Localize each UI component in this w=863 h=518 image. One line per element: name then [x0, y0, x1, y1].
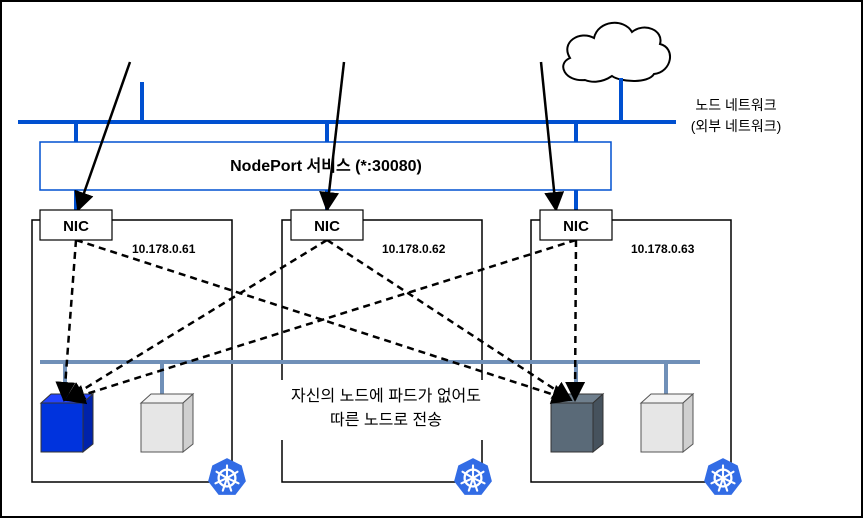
caption-line1: 자신의 노드에 파드가 없어도	[291, 387, 481, 405]
request-arrow-1	[74, 61, 132, 212]
pod-cube-remote	[549, 392, 605, 454]
cloud-icon	[562, 22, 671, 83]
caption-line2: 따른 노드로 전송	[330, 411, 442, 429]
nic-box-3	[539, 209, 613, 241]
route-nic2-to-pod1	[64, 238, 328, 402]
nic-box-1	[39, 209, 113, 241]
route-nic2-to-remote-pod	[326, 238, 573, 402]
route-nic3-to-pod1	[65, 238, 577, 405]
nic-label-2: NIC	[314, 218, 340, 235]
node-box-1	[31, 219, 233, 483]
caption-background	[262, 380, 512, 440]
request-arrow-2	[319, 61, 346, 212]
route-nic1-to-pod1	[55, 239, 78, 402]
route-nic3-to-remote-pod	[565, 239, 586, 402]
pod-cube-idle-2	[639, 392, 695, 454]
node-box-3	[530, 219, 732, 483]
nic-label-1: NIC	[63, 218, 89, 235]
node-ip-2: 10.178.0.62	[382, 242, 446, 256]
nic-box-2	[290, 209, 364, 241]
network-label-line2: (외부 네트워크)	[691, 118, 782, 134]
network-label-line1: 노드 네트워크	[695, 97, 776, 113]
node-ip-3: 10.178.0.63	[631, 242, 695, 256]
nic-label-3: NIC	[563, 218, 589, 235]
request-arrow-3	[539, 61, 565, 212]
node-ip-1: 10.178.0.61	[132, 242, 196, 256]
pod-cube-active	[39, 392, 95, 454]
nodeport-service-box	[39, 141, 612, 191]
pod-cube-idle-1	[139, 392, 195, 454]
route-nic1-to-remote-pod	[75, 238, 572, 404]
node-box-2	[281, 219, 483, 483]
nodeport-service-label: NodePort 서비스 (*:30080)	[230, 157, 422, 175]
